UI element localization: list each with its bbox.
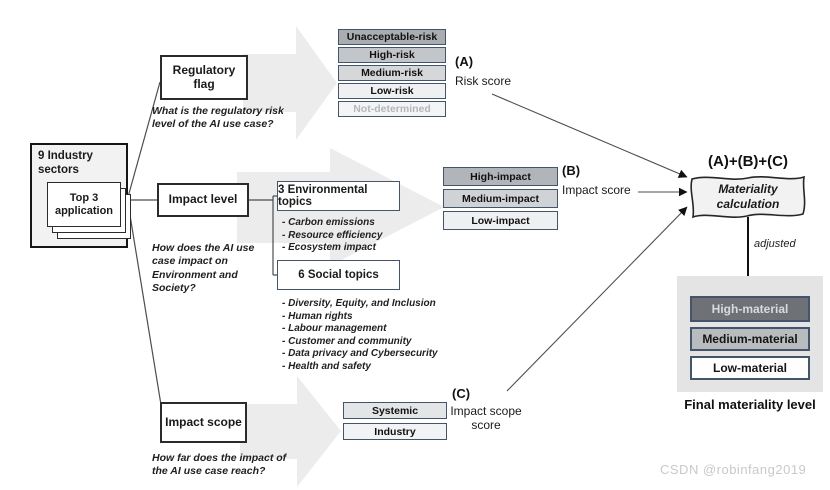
impact-level-row: High-impact [443, 167, 558, 186]
impact-scope-box: Impact scope [160, 402, 247, 443]
regulatory-question: What is the regulatory risk level of the… [152, 105, 284, 131]
impact-score-label: Impact score [562, 183, 631, 197]
impact-scope-label: Impact scope [165, 414, 242, 429]
impact-scope-stack: Systemic Industry [343, 402, 447, 444]
social-topics-title: 6 Social topics [298, 269, 379, 281]
environmental-topics-title: 3 Environmental topics [278, 184, 368, 208]
materiality-calculation-label: Materiality calculation [716, 182, 780, 211]
risk-level-stack: Unacceptable-risk High-risk Medium-risk … [338, 29, 446, 119]
regulatory-flag-label: Regulatory flag [172, 62, 236, 91]
adjusted-label: adjusted [754, 238, 796, 250]
impact-score-id: (B) [562, 163, 581, 178]
application-card-front: Top 3 application [47, 182, 121, 227]
industry-sectors-label: 9 Industry sectors [38, 150, 93, 176]
topic-item: - Data privacy and Cybersecurity [282, 348, 438, 359]
final-materiality-title: Final materiality level [684, 397, 816, 412]
impact-level-stack: High-impact Medium-impact Low-impact [443, 167, 558, 233]
impact-scope-question: How far does the impact of the AI use ca… [152, 452, 287, 478]
scope-level-row: Systemic [343, 402, 447, 419]
topic-item: - Carbon emissions [282, 217, 375, 228]
social-topics-list: - Diversity, Equity, and Inclusion - Hum… [282, 298, 452, 373]
risk-level-row: Unacceptable-risk [338, 29, 446, 45]
impact-level-box: Impact level [157, 183, 249, 217]
final-level-row: Low-material [690, 356, 810, 380]
impact-level-row: Low-impact [443, 211, 558, 230]
impact-level-row: Medium-impact [443, 189, 558, 208]
topic-item: - Human rights [282, 310, 353, 322]
risk-score-id: (A) [455, 54, 474, 69]
risk-level-row: Not-determined [338, 101, 446, 117]
topic-item: - Ecosystem impact [282, 242, 376, 253]
watermark-text: CSDN @robinfang2019 [660, 462, 807, 477]
scope-level-row: Industry [343, 423, 447, 440]
scope-score-id: (C) [452, 386, 471, 401]
topic-item: - Resource efficiency [282, 229, 383, 241]
topic-item: - Health and safety [282, 360, 371, 372]
environmental-topics-list: - Carbon emissions - Resource efficiency… [282, 217, 412, 255]
risk-level-row: Low-risk [338, 83, 446, 99]
topic-item: - Diversity, Equity, and Inclusion [282, 298, 436, 309]
materiality-formula: (A)+(B)+(C) [708, 153, 788, 170]
final-level-row: Medium-material [690, 327, 810, 351]
application-card-label: Top 3 application [54, 191, 114, 217]
impact-level-question: How does the AI use case impact on Envir… [152, 242, 255, 295]
topic-item: - Customer and community [282, 335, 412, 347]
environmental-topics-box: 3 Environmental topics [277, 181, 400, 211]
topic-item: - Labour management [282, 323, 387, 334]
risk-level-row: High-risk [338, 47, 446, 63]
impact-level-label: Impact level [168, 192, 238, 207]
final-level-row: High-material [690, 296, 810, 322]
risk-score-label: Risk score [455, 74, 512, 88]
scope-score-label: Impact scope score [450, 404, 522, 432]
social-topics-box: 6 Social topics [277, 260, 400, 290]
risk-level-row: Medium-risk [338, 65, 446, 81]
regulatory-flag-box: Regulatory flag [160, 55, 248, 100]
